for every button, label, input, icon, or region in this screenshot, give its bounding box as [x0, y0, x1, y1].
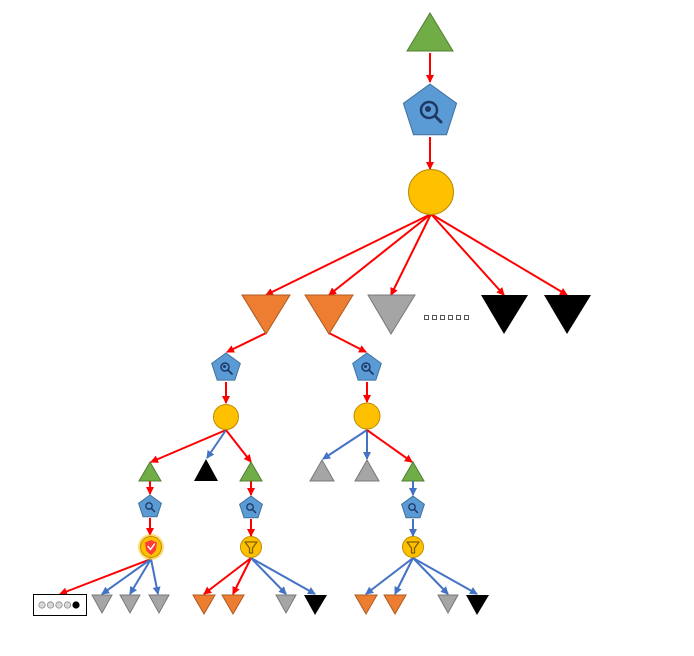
pentagon-node	[138, 494, 162, 518]
hub-circle-node	[353, 402, 381, 430]
edge-red	[328, 213, 432, 296]
dot-empty	[55, 601, 63, 609]
edge-red	[265, 213, 432, 296]
edge-blue	[150, 558, 161, 595]
gray-triangle-node	[119, 594, 141, 615]
search-icon	[408, 503, 419, 514]
gray-triangle-node	[275, 594, 297, 615]
gray-triangle-node	[367, 294, 416, 335]
gray-triangle-node	[354, 458, 380, 482]
gray-triangle-node	[148, 594, 170, 615]
edge-red	[150, 429, 227, 463]
edge-blue	[129, 558, 152, 595]
pentagon-node	[401, 495, 425, 519]
edge-red	[328, 332, 367, 353]
black-triangle-node	[304, 595, 327, 615]
orange-triangle-node	[221, 594, 245, 615]
black-triangle-node	[544, 295, 591, 334]
edge-blue	[394, 557, 414, 595]
gray-triangle-node	[91, 594, 113, 615]
edge-blue	[101, 558, 152, 595]
green-triangle-node	[401, 461, 425, 482]
ellipsis-dots	[424, 315, 469, 320]
search-icon	[246, 503, 257, 514]
edge-blue	[322, 429, 368, 460]
gray-triangle-node	[309, 458, 335, 482]
edge-blue	[250, 557, 316, 595]
edges	[59, 53, 568, 596]
edge-red	[390, 213, 432, 296]
orange-triangle-node	[354, 594, 378, 615]
filter-circle-node	[240, 536, 262, 558]
edge-red	[430, 213, 568, 296]
edge-red	[232, 557, 252, 595]
edge-blue	[250, 557, 287, 595]
shield-icon	[145, 540, 157, 555]
green-triangle-node	[239, 461, 263, 482]
orange-triangle-node	[304, 294, 354, 335]
black-triangle-node	[481, 295, 528, 334]
pentagon-node	[352, 352, 382, 381]
hub-circle-node	[408, 169, 454, 215]
edge-red	[59, 558, 152, 596]
pentagon-node	[239, 495, 263, 519]
search-icon	[145, 502, 156, 513]
pentagon-node	[402, 83, 458, 136]
dots-box-node	[33, 594, 87, 616]
edge-red	[366, 429, 413, 463]
edge-red	[226, 332, 267, 353]
orange-triangle-node	[383, 594, 407, 615]
edge-blue	[412, 557, 449, 595]
gray-triangle-node	[437, 594, 459, 615]
highlighted-circle-node	[138, 534, 164, 560]
edge-blue	[365, 557, 414, 595]
root-triangle-node	[406, 12, 454, 52]
edge-blue	[206, 429, 227, 459]
black-triangle-node	[466, 595, 489, 615]
filter-circle-node	[402, 536, 424, 558]
search-icon	[419, 100, 443, 124]
edge-red	[430, 213, 505, 296]
dot-empty	[38, 601, 46, 609]
dot-empty	[46, 601, 55, 609]
filter-icon	[244, 541, 258, 554]
orange-triangle-node	[192, 594, 216, 615]
nodes	[33, 12, 591, 616]
search-icon	[361, 362, 374, 375]
filter-icon	[406, 541, 420, 554]
hub-circle-node	[213, 404, 239, 430]
edge-red	[225, 429, 252, 463]
black-triangle-node	[194, 459, 218, 481]
progress-dots	[38, 601, 80, 609]
green-triangle-node	[138, 461, 162, 482]
edge-blue	[412, 557, 478, 595]
search-icon	[220, 362, 233, 375]
dot-filled	[72, 601, 80, 609]
orange-triangle-node	[241, 294, 291, 335]
edge-red	[203, 557, 252, 595]
dot-empty	[63, 601, 72, 609]
pentagon-node	[211, 352, 241, 381]
